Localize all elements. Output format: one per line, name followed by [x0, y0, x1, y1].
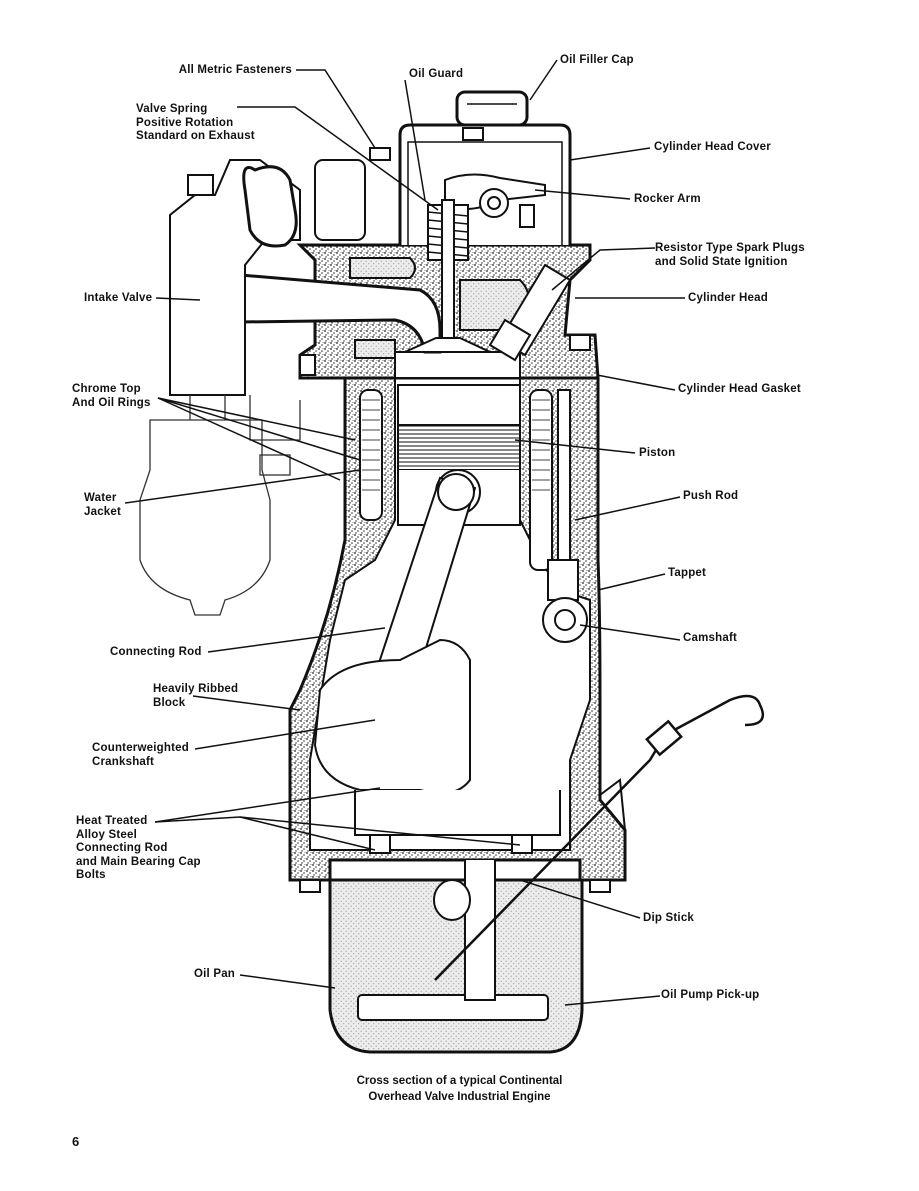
water-jacket-left	[359, 389, 383, 521]
label-all-metric-fasteners: All Metric Fasteners	[178, 64, 292, 76]
label-ribbed-block: Heavily Ribbed Block	[153, 683, 239, 709]
label-valve-spring: Valve Spring Positive Rotation Standard …	[136, 103, 255, 142]
label-tappet: Tappet	[668, 567, 707, 579]
intake-manifold	[169, 159, 366, 396]
label-bolts: Heat Treated Alloy Steel Connecting Rod …	[76, 815, 201, 881]
oil-pump-pickup	[357, 994, 549, 1021]
oil-pan	[328, 860, 584, 1054]
label-connecting-rod: Connecting Rod	[110, 646, 202, 658]
fasteners	[299, 127, 611, 893]
label-oil-pan: Oil Pan	[194, 968, 236, 980]
cylinder-head-cover	[398, 90, 572, 245]
valvetrain-lower	[542, 389, 588, 643]
crankshaft	[313, 638, 561, 854]
camshaft	[542, 597, 588, 643]
label-cylinder-head: Cylinder Head	[688, 292, 768, 304]
oil-filler-cap	[455, 90, 529, 127]
label-dip-stick: Dip Stick	[643, 912, 695, 924]
label-piston: Piston	[639, 447, 676, 459]
label-oil-guard: Oil Guard	[409, 68, 464, 80]
label-cylinder-head-gasket: Cylinder Head Gasket	[678, 383, 801, 395]
label-spark-plugs: Resistor Type Spark Plugs and Solid Stat…	[655, 242, 805, 268]
air-cleaner-outline	[139, 395, 301, 616]
valve-assembly	[404, 199, 491, 353]
page-number: 6	[72, 1134, 80, 1149]
label-oil-filler-cap: Oil Filler Cap	[560, 54, 634, 66]
label-cylinder-head-cover: Cylinder Head Cover	[654, 141, 771, 153]
label-push-rod: Push Rod	[683, 490, 739, 502]
label-camshaft: Camshaft	[683, 632, 738, 644]
label-oil-pump-pickup: Oil Pump Pick-up	[661, 989, 760, 1001]
label-water-jacket: Water Jacket	[84, 492, 122, 518]
dip-stick	[434, 694, 765, 981]
label-rocker-arm: Rocker Arm	[634, 193, 701, 205]
label-intake-valve: Intake Valve	[84, 292, 153, 304]
tappet	[547, 559, 579, 601]
label-crankshaft: Counterweighted Crankshaft	[92, 742, 189, 768]
leader-lines	[124, 59, 685, 1006]
label-chrome-rings: Chrome Top And Oil Rings	[72, 383, 151, 409]
figure-caption: Cross section of a typical Continental O…	[356, 1075, 563, 1103]
spark-plug	[488, 263, 572, 362]
